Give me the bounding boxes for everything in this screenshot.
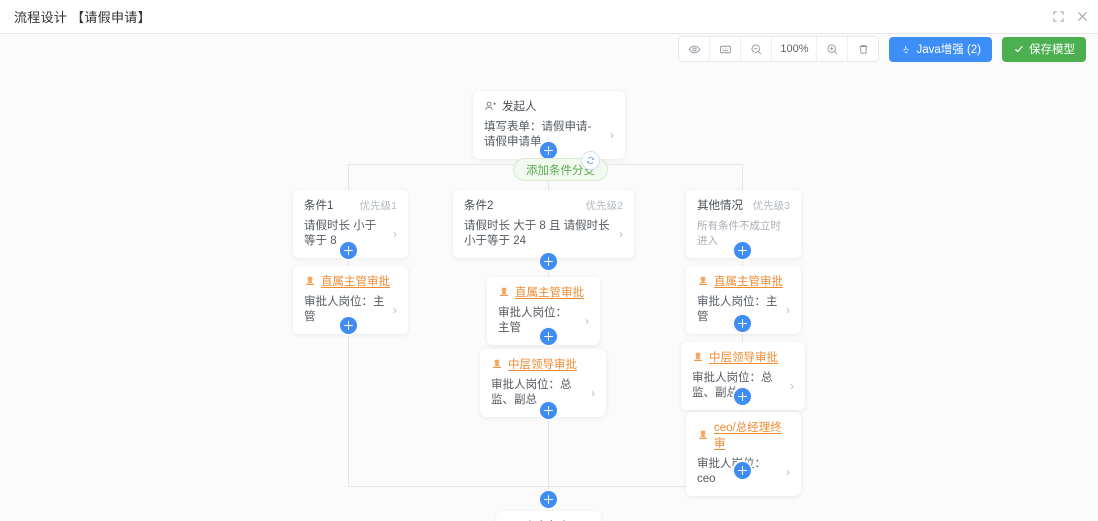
branch-merge-bar: [348, 486, 743, 487]
save-model-label: 保存模型: [1029, 44, 1075, 56]
approver-icon: [491, 358, 503, 370]
node-body[interactable]: 审批人岗位：主管 ›: [293, 292, 408, 334]
node-condition-3[interactable]: 其他情况 优先级3 所有条件不成立时进入: [686, 190, 801, 258]
node-body-text: 所有条件不成立时进入: [697, 220, 781, 247]
node-body[interactable]: 审批人岗位：主管 ›: [686, 292, 801, 334]
node-header: ceo/总经理终审: [686, 412, 801, 454]
expand-icon[interactable]: [1052, 11, 1064, 23]
priority-badge: 优先级2: [585, 199, 623, 212]
node-body-text: 请假时长 小于等于 8: [304, 220, 377, 247]
chevron-right-icon: ›: [610, 128, 614, 142]
node-header: 直属主管审批: [686, 266, 801, 292]
sync-icon[interactable]: [581, 151, 600, 170]
node-header: 直属主管审批: [487, 277, 600, 303]
node-body-text: 审批人岗位：总监、副总: [692, 372, 773, 399]
add-node-button[interactable]: [540, 402, 557, 419]
add-node-button[interactable]: [734, 242, 751, 259]
node-title: 中层领导审批: [709, 352, 778, 364]
node-body[interactable]: 请假时长 大于 8 且 请假时长 小于等于 24 ›: [453, 216, 634, 258]
node-body-text: 填写表单：请假申请-请假申请单: [484, 121, 592, 148]
priority-badge: 优先级3: [752, 199, 790, 212]
node-header: 直属主管审批: [293, 266, 408, 292]
node-title: 直属主管审批: [714, 276, 783, 288]
close-icon[interactable]: [1076, 11, 1088, 23]
eye-icon[interactable]: [679, 37, 711, 61]
zoom-out-icon[interactable]: [741, 37, 773, 61]
node-body[interactable]: 填写表单：请假申请-请假申请单 ›: [473, 117, 625, 159]
java-enhance-button[interactable]: Java增强 (2): [889, 36, 992, 62]
node-body-text: 请假时长 大于 8 且 请假时长 小于等于 24: [464, 220, 610, 247]
chevron-right-icon: ›: [393, 227, 397, 241]
approver-icon: [697, 275, 709, 287]
approver-icon: [498, 286, 510, 298]
node-title: ceo/总经理终审: [714, 422, 782, 450]
node-title: 其他情况: [697, 200, 743, 212]
trash-icon[interactable]: [848, 37, 879, 61]
check-icon: [1013, 43, 1025, 55]
node-condition-2[interactable]: 条件2 优先级2 请假时长 大于 8 且 请假时长 小于等于 24 ›: [453, 190, 634, 258]
node-start[interactable]: 发起人 填写表单：请假申请-请假申请单 ›: [473, 91, 625, 159]
node-approval-b3-3[interactable]: ceo/总经理终审 审批人岗位：ceo ›: [686, 412, 801, 496]
priority-badge: 优先级1: [359, 199, 397, 212]
node-title: 直属主管审批: [321, 276, 390, 288]
chevron-right-icon: ›: [585, 314, 589, 328]
node-title: 中层领导审批: [508, 359, 577, 371]
add-node-button[interactable]: [340, 242, 357, 259]
window-titlebar: 流程设计 【请假申请】: [0, 0, 1098, 34]
node-body-text: 审批人岗位：总监、副总: [491, 379, 572, 406]
node-header: 中层领导审批: [681, 342, 805, 368]
node-cc-end[interactable]: 人事备案 审批人岗位：人事 ›: [496, 511, 601, 521]
chevron-right-icon: ›: [786, 303, 790, 317]
add-node-button[interactable]: [540, 253, 557, 270]
node-header: 条件1 优先级1: [293, 190, 408, 216]
chevron-right-icon: ›: [790, 379, 794, 393]
add-node-button[interactable]: [734, 388, 751, 405]
node-body[interactable]: 审批人岗位：总监、副总 ›: [480, 375, 606, 417]
add-node-button[interactable]: [540, 142, 557, 159]
window-controls: [1052, 0, 1088, 33]
page-title: 流程设计 【请假申请】: [14, 10, 151, 25]
add-condition-branch-label: 添加条件分支: [526, 164, 595, 177]
node-title: 条件1: [304, 200, 334, 212]
node-title: 发起人: [502, 101, 537, 113]
node-body[interactable]: 审批人岗位：主管 ›: [487, 303, 600, 345]
node-body[interactable]: 审批人岗位：总监、副总 ›: [681, 368, 805, 410]
node-header: 条件2 优先级2: [453, 190, 634, 216]
java-enhance-label: Java增强 (2): [916, 44, 981, 56]
node-body-text: 审批人岗位：主管: [498, 307, 567, 334]
node-body-text: 审批人岗位：主管: [697, 296, 778, 323]
chevron-right-icon: ›: [786, 465, 790, 479]
node-body-text: 审批人岗位：主管: [304, 296, 385, 323]
java-icon: [900, 43, 912, 55]
node-header: 发起人: [473, 91, 625, 117]
add-node-button[interactable]: [734, 462, 751, 479]
zoom-level-label: 100%: [772, 37, 818, 61]
flow-canvas[interactable]: 发起人 填写表单：请假申请-请假申请单 › 添加条件分支 条件1 优先级1: [0, 34, 1098, 521]
save-model-button[interactable]: 保存模型: [1002, 36, 1086, 62]
designer-toolbar: 100% Java增强 (2) 保存模型: [678, 36, 1086, 62]
add-node-button[interactable]: [540, 328, 557, 345]
approver-icon: [692, 351, 704, 363]
zoom-in-icon[interactable]: [817, 37, 849, 61]
fit-screen-icon[interactable]: [710, 37, 742, 61]
node-header: 其他情况 优先级3: [686, 190, 801, 216]
add-node-button[interactable]: [540, 491, 557, 508]
node-header: 人事备案: [496, 511, 601, 521]
node-body[interactable]: 请假时长 小于等于 8 ›: [293, 216, 408, 258]
node-approval-b1-1[interactable]: 直属主管审批 审批人岗位：主管 ›: [293, 266, 408, 334]
node-header: 中层领导审批: [480, 349, 606, 375]
add-node-button[interactable]: [340, 317, 357, 334]
user-add-icon: [484, 100, 497, 113]
chevron-right-icon: ›: [393, 303, 397, 317]
chevron-right-icon: ›: [619, 227, 623, 241]
approver-icon: [304, 275, 316, 287]
flow-diagram: 发起人 填写表单：请假申请-请假申请单 › 添加条件分支 条件1 优先级1: [0, 34, 1098, 521]
chevron-right-icon: ›: [591, 386, 595, 400]
add-node-button[interactable]: [734, 315, 751, 332]
node-title: 直属主管审批: [515, 287, 584, 299]
node-title: 条件2: [464, 200, 494, 212]
approver-icon: [697, 429, 709, 441]
node-body: 所有条件不成立时进入: [686, 216, 801, 258]
tool-group: 100%: [678, 36, 880, 62]
